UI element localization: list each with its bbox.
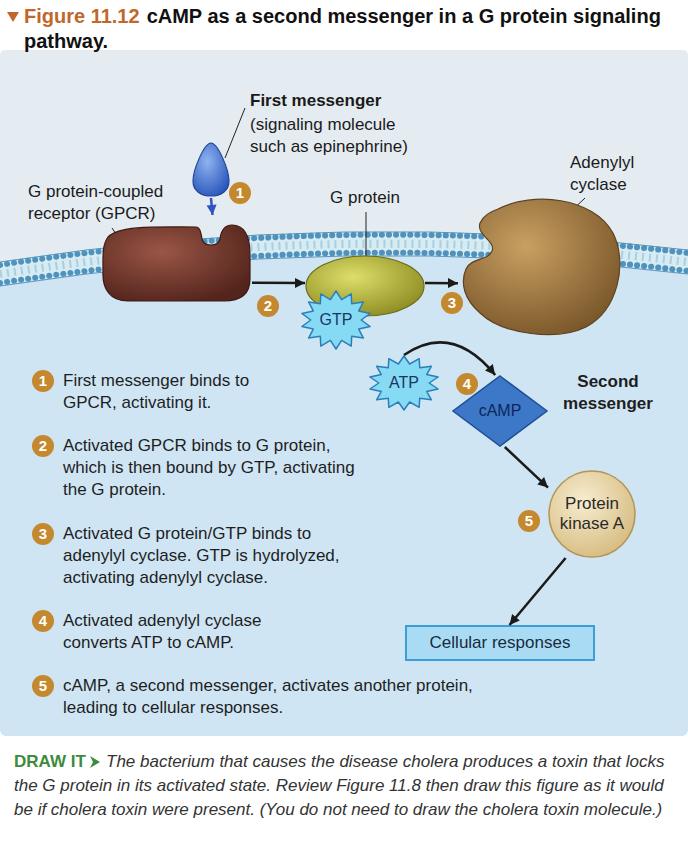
step-text: cAMP, a second messenger, activates anot… bbox=[63, 675, 503, 719]
connector-line bbox=[505, 447, 548, 488]
response-box: Cellular responses bbox=[405, 625, 595, 661]
signal-molecule: First messenger(signaling molecule such … bbox=[190, 140, 232, 198]
arrowhead bbox=[207, 205, 217, 215]
nucleotide-burst: ATP bbox=[368, 355, 440, 411]
node-label: cAMP bbox=[479, 401, 522, 421]
node-heading: (signaling molecule such as epinephrine) bbox=[250, 114, 425, 158]
connector-line bbox=[510, 558, 566, 625]
callout-number: 4 bbox=[456, 373, 478, 395]
nucleotide-burst: GTP bbox=[300, 290, 372, 350]
callout-number: 3 bbox=[32, 523, 54, 545]
title-marker bbox=[7, 12, 19, 22]
g-protein: G proteinGTP bbox=[305, 255, 425, 317]
callout-number: 5 bbox=[518, 510, 540, 532]
step-text: Activated G protein/GTP binds to adenyly… bbox=[63, 523, 368, 589]
connector-arrow bbox=[510, 558, 566, 625]
receptor: G protein-coupled receptor (GPCR) bbox=[100, 215, 252, 303]
receptor-shape bbox=[103, 225, 250, 301]
connector-line bbox=[404, 342, 495, 375]
draw-it-arrow bbox=[90, 756, 100, 768]
step-text: Activated adenylyl cyclase converts ATP … bbox=[63, 610, 313, 654]
leader-line bbox=[366, 212, 367, 257]
callout-number: 2 bbox=[32, 435, 54, 457]
receptor-outline bbox=[100, 215, 252, 303]
step-text: Activated GPCR binds to G protein, which… bbox=[63, 435, 368, 501]
starburst-shape bbox=[302, 291, 370, 349]
node-label: Cellular responses bbox=[430, 633, 571, 653]
enzyme: Adenylyl cyclase bbox=[458, 195, 622, 335]
callout-number: 4 bbox=[32, 610, 54, 632]
connector-arrow bbox=[404, 342, 495, 375]
molecule-shape bbox=[193, 143, 229, 196]
node-heading: G protein bbox=[305, 187, 425, 209]
enzyme-shape bbox=[463, 199, 619, 334]
connector-line bbox=[252, 282, 305, 285]
node-label: ATP bbox=[389, 373, 419, 393]
connector-arrow bbox=[252, 278, 305, 288]
connector-line bbox=[211, 198, 213, 215]
arrowhead bbox=[448, 278, 458, 288]
connector-line bbox=[425, 282, 458, 285]
exercise-heading: DRAW IT bbox=[14, 750, 86, 774]
arrowhead bbox=[510, 614, 520, 625]
enzyme-outline bbox=[458, 195, 622, 335]
circle-shape bbox=[549, 471, 635, 557]
cytoplasm-panel bbox=[0, 50, 688, 736]
figure-title: Figure 11.12cAMP as a second messenger i… bbox=[24, 4, 674, 54]
connector-arrow bbox=[207, 198, 217, 215]
callout-number: 5 bbox=[32, 675, 54, 697]
starburst-shape bbox=[370, 356, 438, 410]
node-label: GTP bbox=[320, 310, 353, 330]
arrowhead bbox=[537, 477, 548, 488]
callout-number: 3 bbox=[441, 292, 463, 314]
node-heading: Adenylyl cyclase bbox=[570, 152, 660, 196]
arrowhead bbox=[485, 364, 495, 375]
diamond-shape bbox=[453, 376, 547, 446]
connector-arrow bbox=[505, 447, 548, 488]
figure-number: Figure 11.12 bbox=[24, 5, 140, 27]
callout-label: Second messenger bbox=[548, 371, 668, 415]
signal-molecule-outline bbox=[190, 140, 232, 198]
callout-number: 2 bbox=[257, 295, 279, 317]
callout-number: 1 bbox=[229, 182, 251, 204]
callout-number: 1 bbox=[32, 370, 54, 392]
caption-text: The bacterium that causes the disease ch… bbox=[14, 750, 678, 822]
node-heading: G protein-coupled receptor (GPCR) bbox=[28, 181, 208, 225]
connector-arrow bbox=[425, 278, 458, 288]
node-heading: First messenger bbox=[250, 90, 450, 112]
arrowhead bbox=[295, 278, 305, 288]
kinase: Protein kinase A bbox=[548, 470, 636, 558]
node-label: Protein kinase A bbox=[552, 494, 632, 534]
box-shape bbox=[406, 626, 594, 660]
step-text: First messenger binds to GPCR, activatin… bbox=[63, 370, 298, 414]
leader-line bbox=[225, 108, 245, 158]
